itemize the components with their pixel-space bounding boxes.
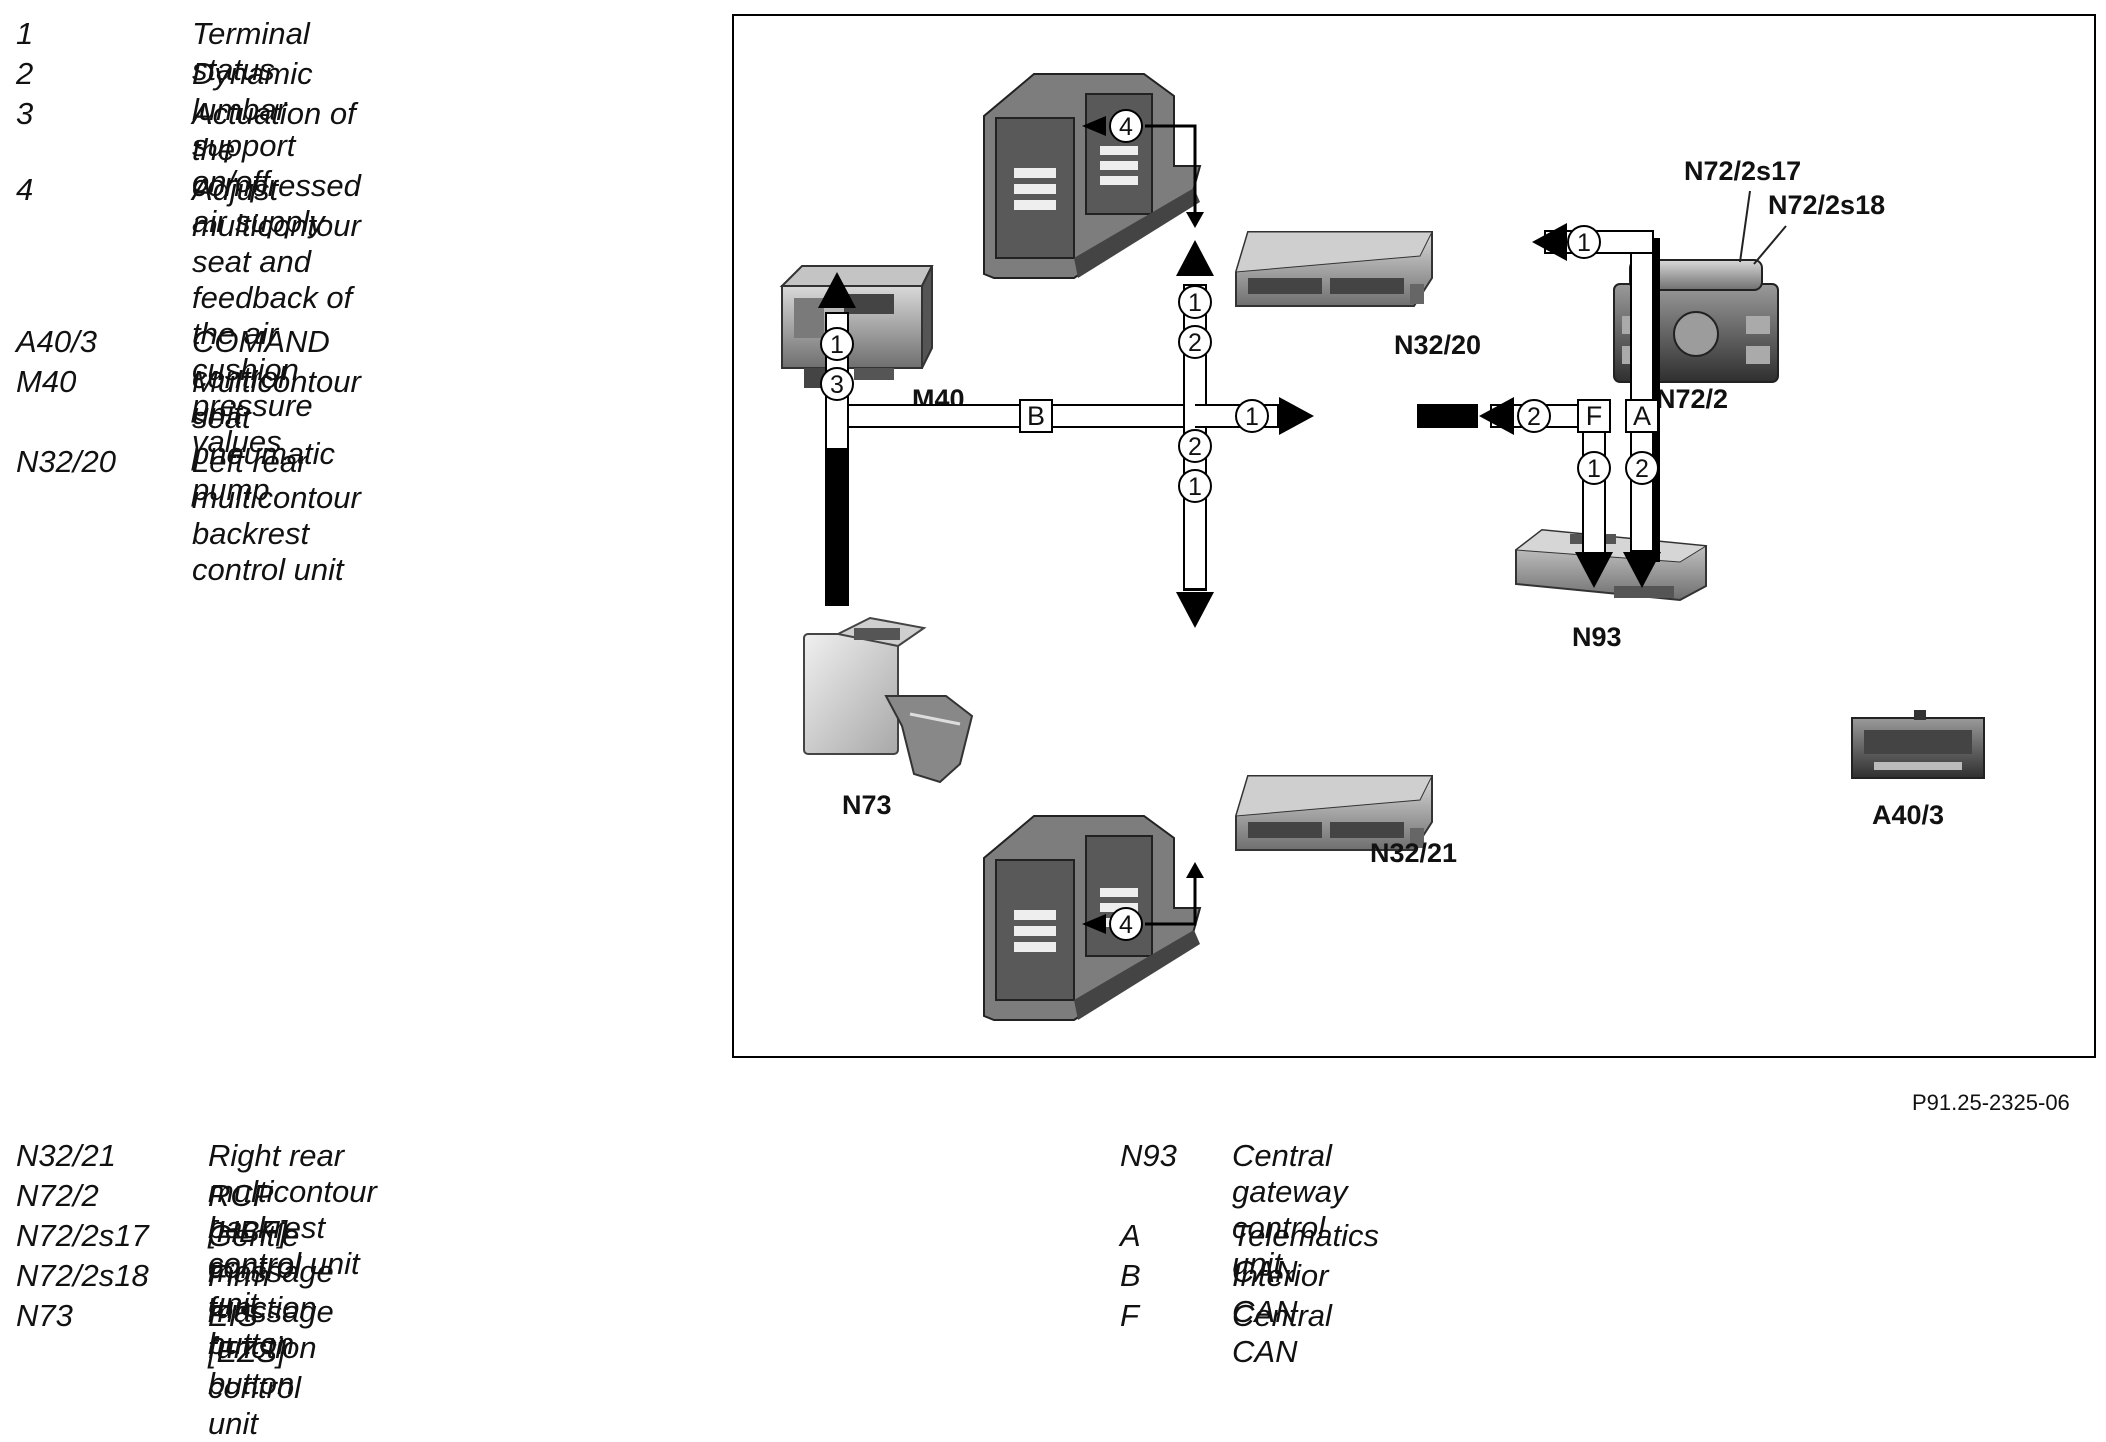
arrow-f-to-a40-3 bbox=[1575, 552, 1613, 588]
signal-seat-top-4: 4 bbox=[1119, 113, 1133, 141]
signal-seat-bottom-4: 4 bbox=[1119, 911, 1133, 939]
signal-n93-in-1: 1 bbox=[1245, 403, 1259, 431]
m40-pump-picture bbox=[779, 265, 934, 388]
bus-box-b bbox=[1019, 399, 1053, 433]
legend-code: A bbox=[1120, 1218, 1141, 1253]
arrow-to-n93 bbox=[1279, 397, 1314, 435]
n73-label: N73 bbox=[842, 790, 892, 820]
legend-description: Central gateway control unit bbox=[1232, 1138, 1348, 1281]
signal-up-2: 2 bbox=[1188, 329, 1202, 357]
n32-21-unit-picture bbox=[1235, 775, 1433, 851]
signal-down-2: 2 bbox=[1188, 433, 1202, 461]
legend-code: M40 bbox=[16, 364, 77, 399]
signal-circles bbox=[820, 109, 1659, 941]
seat-signal-arrows bbox=[1082, 116, 1204, 934]
signal-a-down-2: 2 bbox=[1635, 455, 1649, 483]
bus-a-letter: A bbox=[1633, 401, 1651, 431]
legend-description: Adjust multicontour seat and feedback of… bbox=[192, 172, 361, 459]
legend-description: Dynamic lumbar support on/off bbox=[192, 56, 313, 199]
legend-code: 4 bbox=[16, 172, 34, 207]
n32-21-label: N32/21 bbox=[1370, 838, 1457, 868]
diagram-frame: M40 bbox=[732, 14, 2096, 1058]
legend-code: A40/3 bbox=[16, 324, 98, 359]
arrow-to-n32-20 bbox=[1176, 240, 1214, 276]
legend-description: Terminal status bbox=[192, 16, 310, 87]
n72-2s18-label: N72/2s18 bbox=[1768, 190, 1885, 220]
legend-code: 1 bbox=[16, 16, 34, 51]
arrow-to-seat-top bbox=[1082, 116, 1106, 136]
arrow-to-n32-20-small bbox=[1186, 212, 1204, 228]
legend-description: Right rear multicontour backrest control… bbox=[208, 1138, 377, 1281]
legend-code: N93 bbox=[1120, 1138, 1177, 1173]
signal-n72-1: 1 bbox=[1577, 229, 1591, 257]
n93-label: N93 bbox=[1572, 622, 1622, 652]
seat-signal-lines bbox=[1145, 124, 1197, 926]
arrowheads bbox=[818, 223, 1661, 628]
figure-reference: P91.25-2325-06 bbox=[1912, 1090, 2070, 1115]
signal-gw-2: 2 bbox=[1527, 403, 1541, 431]
network-diagram: M40 bbox=[779, 73, 1985, 1021]
legend-description: Interior CAN bbox=[1232, 1258, 1329, 1329]
legend-description: RCP [HBF] control unit bbox=[208, 1178, 302, 1321]
signal-m40-1: 1 bbox=[830, 331, 844, 359]
arrow-to-n32-21 bbox=[1176, 592, 1214, 628]
legend-code: N32/21 bbox=[16, 1138, 116, 1173]
legend-description: EIS [EZS] control unit bbox=[208, 1298, 302, 1441]
arrow-to-n32-21-small bbox=[1186, 862, 1204, 878]
arrow-to-n72-2 bbox=[1532, 223, 1567, 261]
legend-code: 2 bbox=[16, 56, 34, 91]
legend-code: N32/20 bbox=[16, 444, 116, 479]
legend-code: N72/2s18 bbox=[16, 1258, 149, 1293]
n32-20-label: N32/20 bbox=[1394, 330, 1481, 360]
arrow-to-m40 bbox=[818, 272, 856, 308]
legend-code: N72/2 bbox=[16, 1178, 99, 1213]
legend-code: B bbox=[1120, 1258, 1141, 1293]
legend-description: Actuation of the compressed air supply bbox=[192, 96, 361, 239]
signal-f-down-1: 1 bbox=[1587, 455, 1601, 483]
n73-eis-picture bbox=[803, 616, 974, 784]
arrow-a-to-a40-3 bbox=[1623, 552, 1661, 588]
legend-description: Telematics CAN bbox=[1232, 1218, 1380, 1289]
bus-box-a bbox=[1625, 399, 1659, 433]
bus-f-letter: F bbox=[1586, 401, 1603, 431]
n72-2-label: N72/2 bbox=[1656, 384, 1728, 414]
legend-description: Left rear multicontour backrest control … bbox=[192, 444, 361, 587]
a40-3-comand-picture bbox=[1851, 710, 1985, 779]
legend-description: Central CAN bbox=[1232, 1298, 1332, 1369]
rear-seat-top-picture bbox=[983, 73, 1202, 279]
rear-seat-bottom-picture bbox=[983, 815, 1202, 1021]
arrow-from-f-to-n93 bbox=[1479, 397, 1514, 435]
signal-m40-3: 3 bbox=[830, 371, 844, 399]
legend-code: 3 bbox=[16, 96, 34, 131]
arrow-to-seat-bottom bbox=[1082, 914, 1106, 934]
n32-20-unit-picture bbox=[1235, 231, 1433, 307]
legend-description: COMAND control unit bbox=[192, 324, 330, 431]
legend-description: Multicontour seat pneumatic pump bbox=[192, 364, 361, 507]
legend-code: N72/2s17 bbox=[16, 1218, 149, 1253]
bus-box-f bbox=[1577, 399, 1611, 433]
bus-b-letter: B bbox=[1027, 401, 1045, 431]
a40-3-label: A40/3 bbox=[1872, 800, 1944, 830]
signal-down-1: 1 bbox=[1188, 473, 1202, 501]
n72-2s17-label: N72/2s17 bbox=[1684, 156, 1801, 186]
legend-code: N73 bbox=[16, 1298, 73, 1333]
legend-code: F bbox=[1120, 1298, 1139, 1333]
signal-up-1: 1 bbox=[1188, 289, 1202, 317]
n93-gateway-picture bbox=[1514, 528, 1708, 602]
